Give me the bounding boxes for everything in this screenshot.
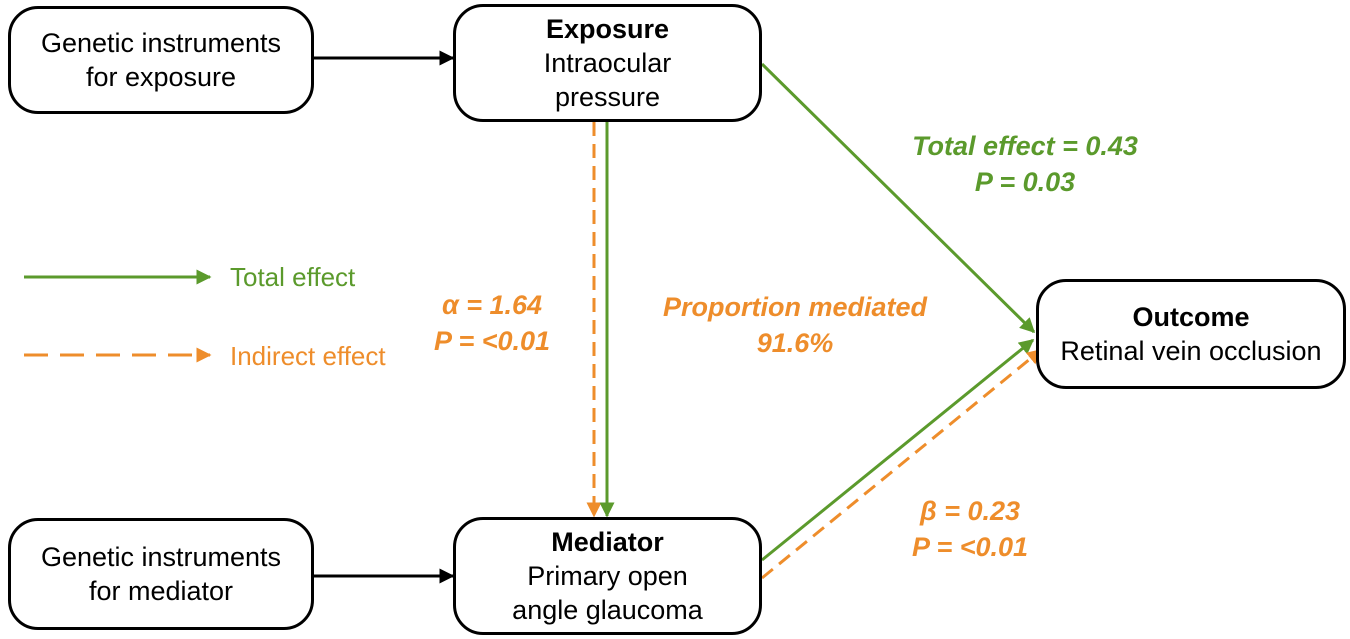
node-instruments-exposure: Genetic instruments for exposure xyxy=(8,6,314,114)
node-mediator: Mediator Primary open angle glaucoma xyxy=(453,517,762,635)
label-total-effect: Total effect = 0.43 P = 0.03 xyxy=(880,128,1170,200)
label-alpha-value: α = 1.64 xyxy=(441,290,543,320)
legend-total-label: Total effect xyxy=(230,262,356,292)
node-instruments-mediator-line1: Genetic instruments xyxy=(40,542,282,572)
label-proportion-value: 91.6% xyxy=(756,328,834,358)
node-mediator-heading: Mediator xyxy=(551,527,664,557)
node-instruments-exposure-line1: Genetic instruments xyxy=(40,28,282,58)
node-instruments-mediator: Genetic instruments for mediator xyxy=(8,518,314,630)
label-alpha: α = 1.64 P = <0.01 xyxy=(402,287,582,359)
label-total-effect-value: Total effect = 0.43 xyxy=(912,131,1138,161)
label-proportion-text: Proportion mediated xyxy=(662,292,927,322)
node-exposure-line2: pressure xyxy=(554,82,661,112)
node-mediator-line2: angle glaucoma xyxy=(512,595,703,625)
legend-indirect-label: Indirect effect xyxy=(230,341,386,371)
node-exposure: Exposure Intraocular pressure xyxy=(453,4,762,122)
label-total-effect-p: P = 0.03 xyxy=(974,167,1076,197)
node-instruments-mediator-line2: for mediator xyxy=(88,576,234,606)
node-exposure-heading: Exposure xyxy=(545,14,670,44)
node-instruments-exposure-line2: for exposure xyxy=(85,62,237,92)
arrow-mediator-to-outcome-total xyxy=(761,338,1035,562)
node-outcome: Outcome Retinal vein occlusion xyxy=(1036,279,1346,389)
label-beta-p: P = <0.01 xyxy=(911,532,1029,562)
node-outcome-line1: Retinal vein occlusion xyxy=(1060,336,1322,366)
node-exposure-line1: Intraocular xyxy=(543,48,672,78)
node-outcome-heading: Outcome xyxy=(1132,302,1250,332)
arrow-mediator-to-outcome-indirect xyxy=(761,348,1043,580)
node-mediator-line1: Primary open xyxy=(527,561,688,591)
label-beta-value: β = 0.23 xyxy=(919,496,1021,526)
arrow-exposure-to-outcome-total xyxy=(760,62,1036,334)
label-alpha-p: P = <0.01 xyxy=(433,326,551,356)
label-beta: β = 0.23 P = <0.01 xyxy=(885,493,1055,565)
label-proportion-mediated: Proportion mediated 91.6% xyxy=(640,289,950,361)
